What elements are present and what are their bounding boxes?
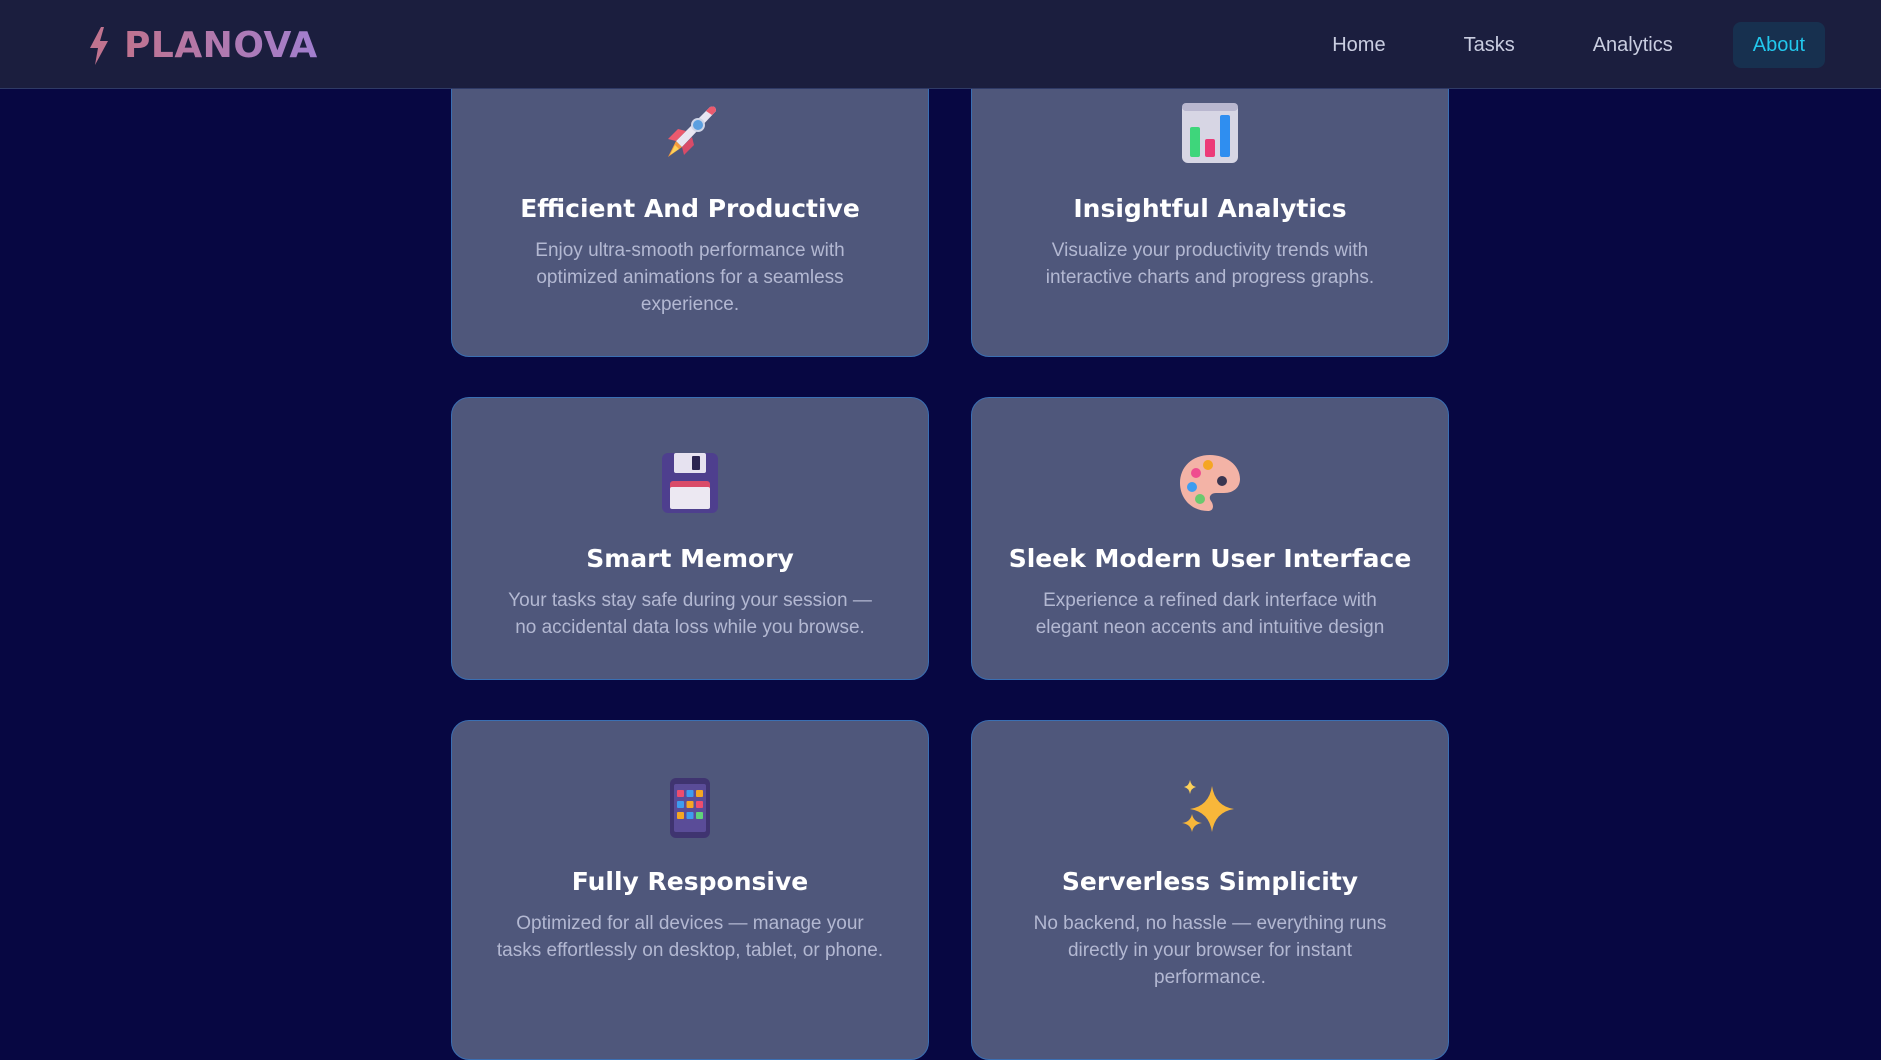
brand-name: PLANOVA	[124, 25, 318, 66]
rocket-icon	[452, 101, 928, 165]
feature-card-responsive: Fully Responsive Optimized for all devic…	[451, 720, 929, 1060]
feature-title: Sleek Modern User Interface	[1008, 544, 1412, 573]
feature-card-memory: Smart Memory Your tasks stay safe during…	[451, 397, 929, 680]
navbar: PLANOVA Home Tasks Analytics About	[0, 0, 1881, 89]
mobile-phone-icon	[452, 776, 928, 840]
nav-link-home[interactable]: Home	[1332, 34, 1386, 56]
feature-title: Serverless Simplicity	[1061, 867, 1359, 896]
nav-link-tasks[interactable]: Tasks	[1463, 34, 1515, 56]
feature-title: Smart Memory	[586, 544, 794, 573]
nav-link-about[interactable]: About	[1732, 22, 1825, 68]
feature-description: Visualize your productivity trends with …	[1045, 240, 1375, 288]
feature-card-analytics: Insightful Analytics Visualize your prod…	[971, 60, 1449, 357]
feature-description: Your tasks stay safe during your session…	[508, 590, 872, 638]
feature-card-efficient: Efficient And Productive Enjoy ultra-smo…	[451, 60, 929, 357]
feature-card-interface: Sleek Modern User Interface Experience a…	[971, 397, 1449, 680]
feature-title: Fully Responsive	[571, 867, 809, 896]
floppy-disk-icon	[452, 451, 928, 515]
bar-chart-icon	[972, 101, 1448, 165]
brand-logo[interactable]: PLANOVA	[86, 24, 318, 68]
feature-description: Experience a refined dark interface with…	[1035, 590, 1385, 638]
nav-link-analytics[interactable]: Analytics	[1592, 34, 1673, 56]
sparkles-icon	[972, 776, 1448, 840]
feature-card-serverless: Serverless Simplicity No backend, no has…	[971, 720, 1449, 1060]
nav-links: Home Tasks Analytics About	[1274, 22, 1825, 68]
lightning-bolt-icon	[90, 27, 108, 65]
artist-palette-icon	[972, 451, 1448, 515]
feature-description: Enjoy ultra-smooth performance with opti…	[535, 240, 845, 315]
feature-title: Insightful Analytics	[1073, 194, 1347, 223]
feature-title: Efficient And Productive	[520, 194, 860, 223]
feature-description: No backend, no hassle — everything runs …	[1033, 913, 1387, 988]
feature-description: Optimized for all devices — manage your …	[496, 913, 884, 961]
